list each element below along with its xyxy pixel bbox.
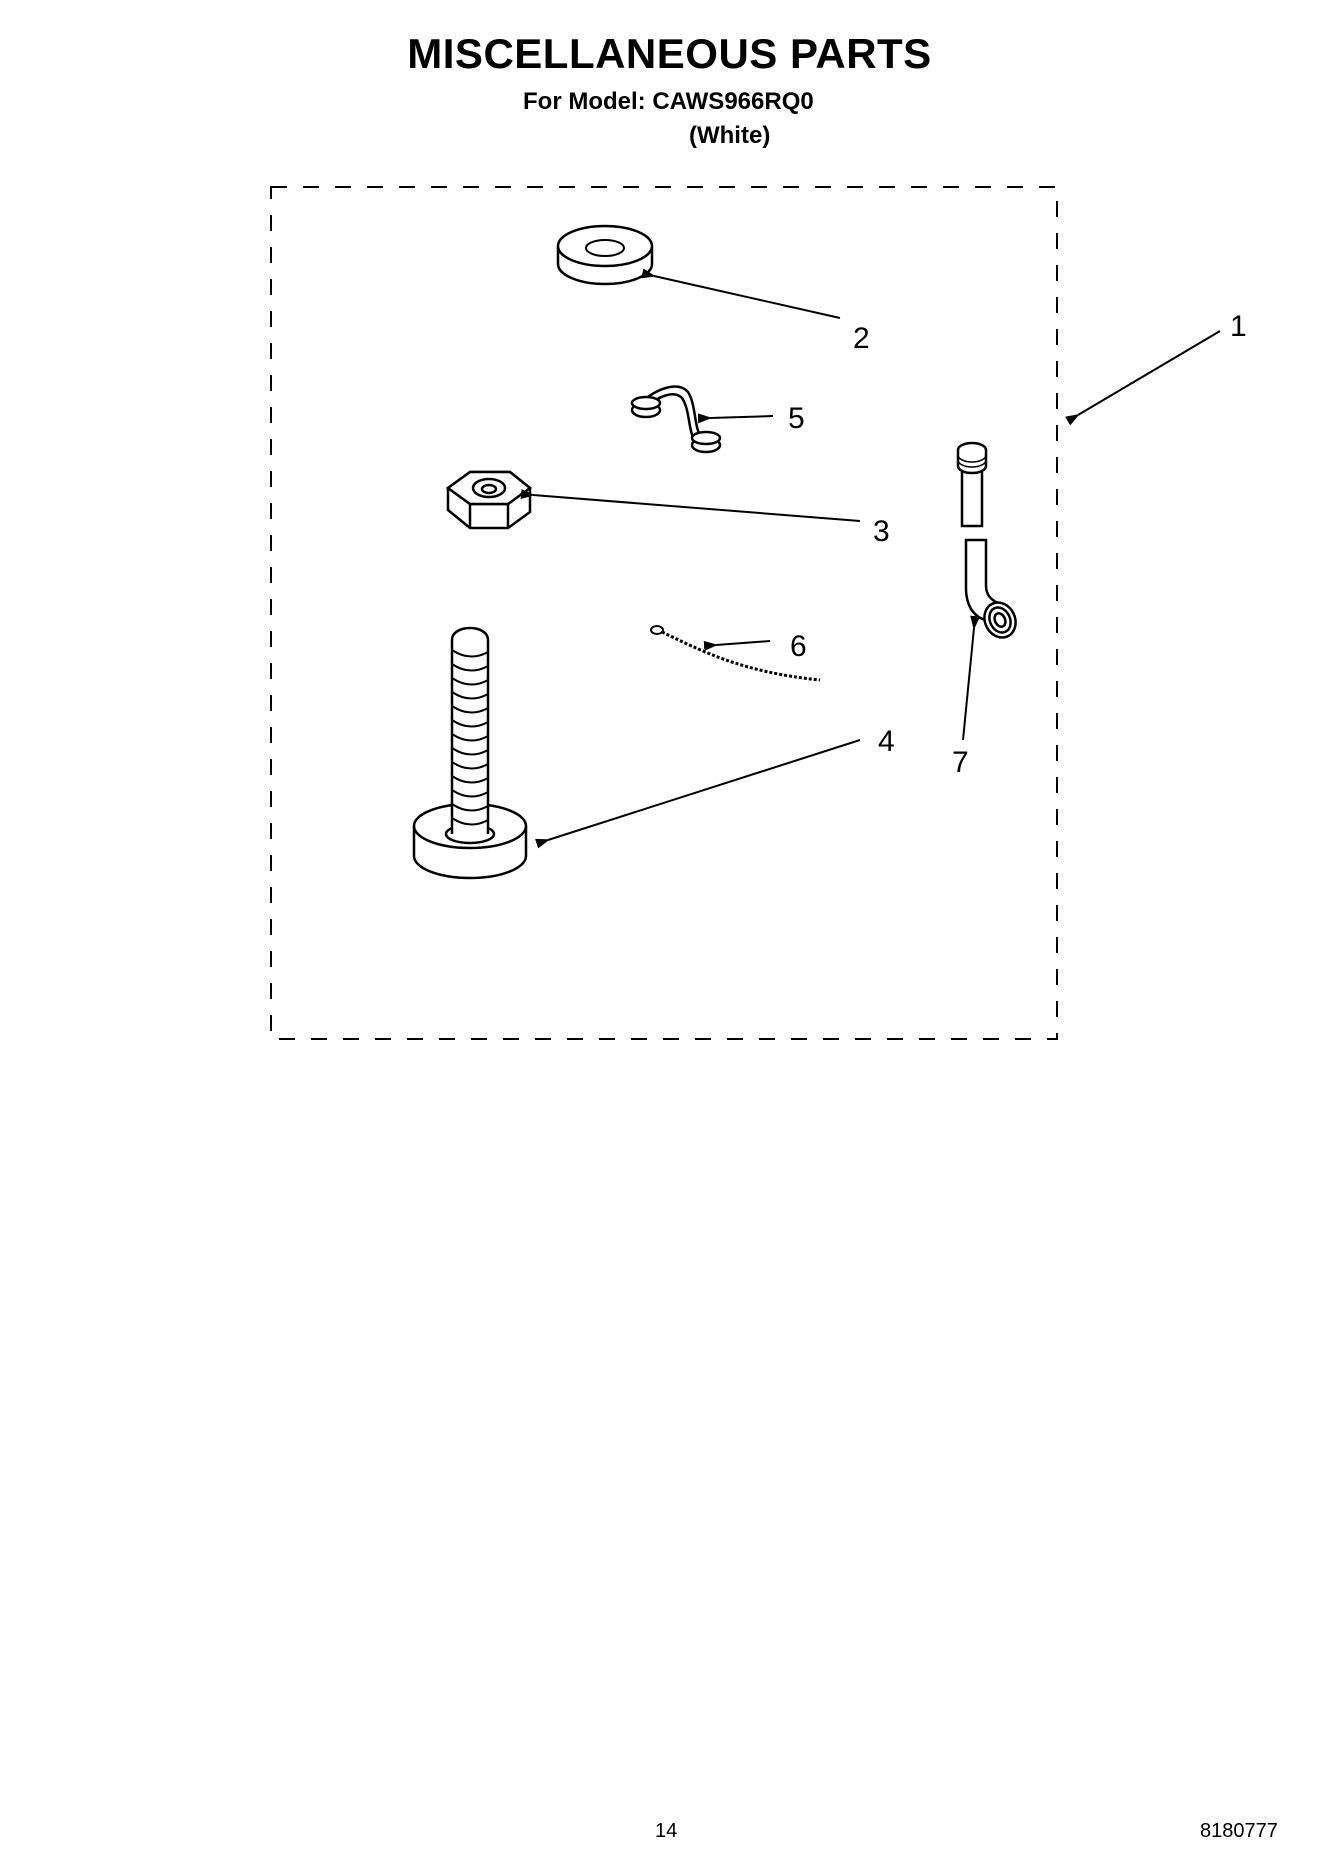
part-washer xyxy=(556,224,654,286)
page-title: MISCELLANEOUS PARTS xyxy=(407,30,932,77)
page-number: 14 xyxy=(655,1820,678,1842)
leader-lines xyxy=(520,268,1221,849)
part-tie-wrap xyxy=(650,625,821,682)
leader-line-6 xyxy=(703,640,771,651)
part-leveling-leg xyxy=(412,626,528,880)
leader-line-2 xyxy=(641,268,841,319)
model-line: For Model: CAWS966RQ0 xyxy=(523,88,814,115)
callout-5: 5 xyxy=(788,402,805,435)
callout-3: 3 xyxy=(873,515,890,548)
callout-7: 7 xyxy=(952,746,969,779)
part-hex-nut xyxy=(445,470,533,530)
color-line: (White) xyxy=(689,122,771,149)
callout-2: 2 xyxy=(853,322,870,355)
kit-boundary xyxy=(270,186,1058,1040)
part-drain-hose xyxy=(956,441,1017,639)
callout-6: 6 xyxy=(790,630,807,663)
leader-line-4 xyxy=(535,739,861,849)
leader-line-1 xyxy=(1065,330,1221,426)
leader-line-7 xyxy=(962,615,981,741)
leader-line-5 xyxy=(697,413,774,424)
document-number: 8180777 xyxy=(1200,1820,1278,1842)
callout-4: 4 xyxy=(878,725,895,758)
callout-1: 1 xyxy=(1230,310,1247,343)
part-clamp xyxy=(630,385,722,454)
leader-line-3 xyxy=(520,489,861,522)
